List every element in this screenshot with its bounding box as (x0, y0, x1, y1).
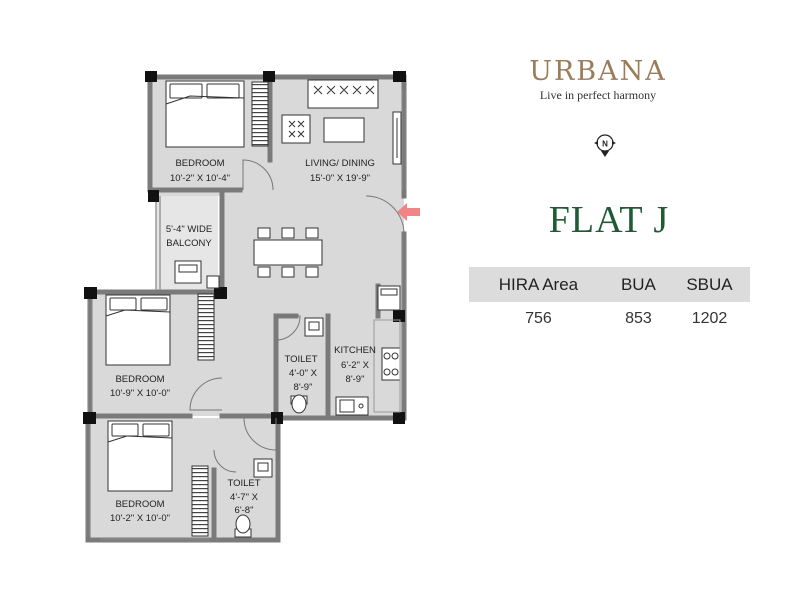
balcony-railing (155, 196, 161, 290)
door-swings (189, 159, 405, 473)
brand-logo: URBANA (529, 56, 667, 87)
toilet-2-size-b: 6'-8" (235, 505, 254, 516)
area-table-row: 756 853 1202 (469, 302, 750, 336)
balcony-label: BALCONY (166, 238, 212, 249)
sofa-icon (307, 79, 379, 109)
living-dining-size: 15'-0" X 19'-9" (310, 173, 370, 184)
north-compass-icon: N (594, 134, 616, 157)
bedroom-2-size: 10'-9" X 10'-0" (110, 388, 170, 399)
columns (83, 71, 406, 424)
kitchen-label: KITCHEN (334, 345, 376, 356)
toilet-2-size-a: 4'-7" X (230, 492, 259, 503)
entry-arrow (397, 203, 420, 221)
tv-unit-icon (392, 111, 402, 165)
bedroom-1-label: BEDROOM (175, 158, 224, 169)
bedroom-2-label: BEDROOM (115, 374, 164, 385)
bua-value: 853 (625, 310, 652, 327)
dining-table-icon (253, 227, 323, 278)
armchair-icon (281, 114, 311, 144)
bed-icon (107, 420, 173, 492)
balcony-width-label: 5'-4" WIDE (166, 224, 212, 235)
area-table: HIRA Area BUA SBUA 756 853 1202 (469, 267, 750, 336)
hira-area-value: 756 (525, 310, 552, 327)
bedroom-1-size: 10'-2" X 10'-4" (170, 173, 230, 184)
washing-machine-icon (174, 260, 202, 284)
hira-area-header: HIRA Area (469, 267, 608, 302)
windows (85, 90, 407, 543)
sbua-value: 1202 (691, 310, 728, 327)
wardrobe-icon (251, 81, 269, 147)
sbua-header: SBUA (669, 267, 750, 302)
counter-icon (373, 319, 401, 413)
toilet-icon (234, 514, 252, 538)
bedroom-3-size: 10'-2" X 10'-0" (110, 513, 170, 524)
stove-icon (381, 347, 401, 381)
living-dining-label: LIVING/ DINING (305, 158, 375, 169)
brand-tagline: Live in perfect harmony (539, 88, 657, 102)
wash-basin-icon (253, 458, 273, 478)
brand-block: URBANA Live in perfect harmony (498, 56, 698, 103)
kitchen-size-a: 6'-2" X (341, 360, 370, 371)
bed-icon (105, 294, 171, 366)
north-label: N (602, 140, 608, 149)
wardrobe-icon (197, 293, 215, 361)
flat-title: FLAT J (548, 199, 670, 241)
area-table-header: HIRA Area BUA SBUA (469, 267, 750, 302)
bed-icon (165, 80, 245, 148)
wardrobe-icon (191, 465, 209, 537)
walls (85, 74, 407, 543)
floor-plan: BEDROOM 10'-2" X 10'-4" LIVING/ DINING 1… (83, 71, 420, 543)
bedroom-3-label: BEDROOM (115, 499, 164, 510)
wash-basin-icon (304, 317, 324, 337)
toilet-1-size-b: 8'-9" (294, 382, 313, 393)
toilet-icon (290, 394, 308, 414)
toilet-2-label: TOILET (227, 478, 260, 489)
bua-header: BUA (607, 267, 669, 302)
duct-icon (206, 275, 220, 289)
coffee-table-icon (323, 117, 365, 143)
refrigerator-icon (377, 285, 401, 311)
kitchen-size-b: 8'-9" (346, 374, 365, 385)
kitchen-sink-icon (335, 396, 369, 416)
toilet-1-label: TOILET (284, 354, 317, 365)
toilet-1-size-a: 4'-0" X (289, 368, 318, 379)
